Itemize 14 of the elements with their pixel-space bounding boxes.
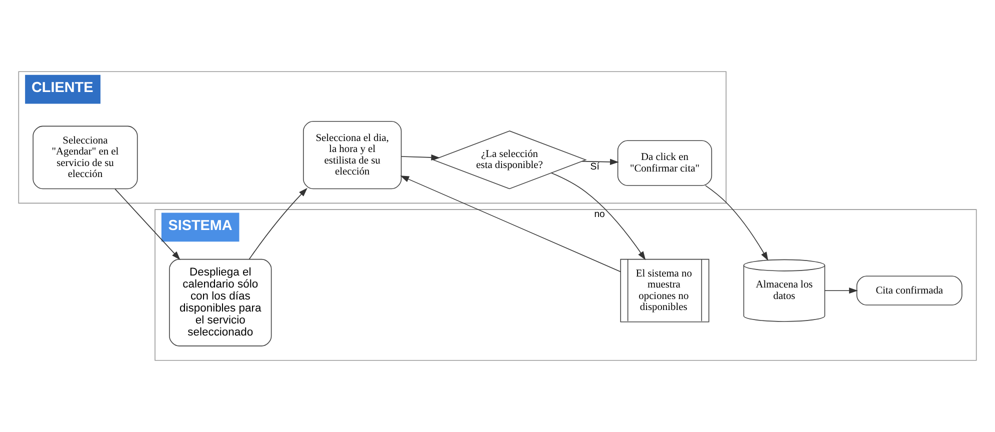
node-box: Cita confirmada — [856, 276, 962, 306]
arrow — [400, 176, 621, 272]
arrow — [824, 288, 858, 294]
edge-label: no — [594, 208, 605, 220]
arrow — [248, 188, 308, 260]
node-box: Selecciona "Agendar" en el servicio de su elección — [32, 126, 138, 190]
node-box: Selecciona el dia, la hora y el estilista de su elección — [303, 120, 402, 190]
arrow — [551, 172, 646, 260]
arrow — [705, 185, 768, 261]
node-box: Da click en "Confirmar cita" — [617, 140, 712, 186]
arrow — [582, 158, 619, 166]
arrow — [400, 154, 440, 161]
node-box: Despliega el calendario sólo con los días disponibles para el servicio seleccionado — [169, 258, 272, 346]
edge-label: Sí — [590, 161, 600, 172]
